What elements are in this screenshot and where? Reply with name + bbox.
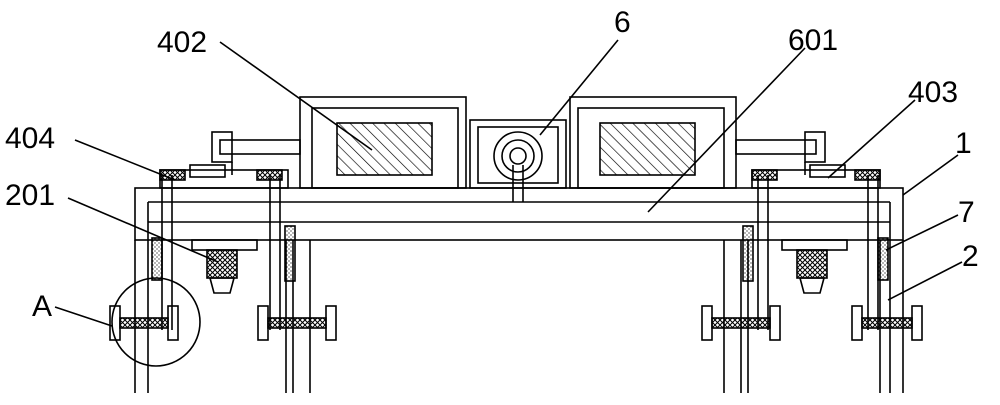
right-hanging-block [781, 239, 848, 251]
leader-6 [539, 39, 619, 136]
spring-pad-2 [284, 225, 296, 282]
label-a: A [32, 290, 52, 323]
label-403: 403 [908, 76, 958, 109]
leader-7 [885, 214, 959, 251]
main-frame [134, 187, 904, 241]
leader-404 [74, 139, 176, 181]
leader-201 [67, 197, 219, 263]
wheel-assembly-3 [701, 305, 781, 341]
left-screw-rod [219, 139, 301, 155]
left-hanging-block [191, 239, 258, 251]
left-motor-block [336, 122, 433, 176]
detail-circle-a [111, 277, 201, 367]
center-gear [493, 131, 543, 181]
label-601: 601 [788, 24, 838, 57]
label-2: 2 [962, 240, 979, 273]
label-7: 7 [958, 196, 975, 229]
right-screw-rod [735, 139, 817, 155]
leader-2 [887, 261, 963, 301]
wheel-assembly-4 [851, 305, 923, 341]
label-1: 1 [955, 127, 972, 160]
leader-403 [827, 99, 916, 179]
right-motor-block [599, 122, 696, 176]
spring-pad-1 [151, 237, 163, 281]
leader-601 [647, 47, 806, 213]
label-201: 201 [5, 179, 55, 212]
wheel-assembly-2 [257, 305, 337, 341]
center-motor-housing [469, 119, 567, 189]
spring-pad-3 [742, 225, 754, 282]
spring-pad-4 [877, 237, 889, 281]
label-402: 402 [157, 26, 207, 59]
leader-1 [902, 154, 959, 196]
leader-402 [219, 41, 373, 151]
leader-a [54, 306, 113, 327]
label-6: 6 [614, 6, 631, 39]
label-404: 404 [5, 122, 55, 155]
wheel-assembly-1 [109, 305, 179, 341]
